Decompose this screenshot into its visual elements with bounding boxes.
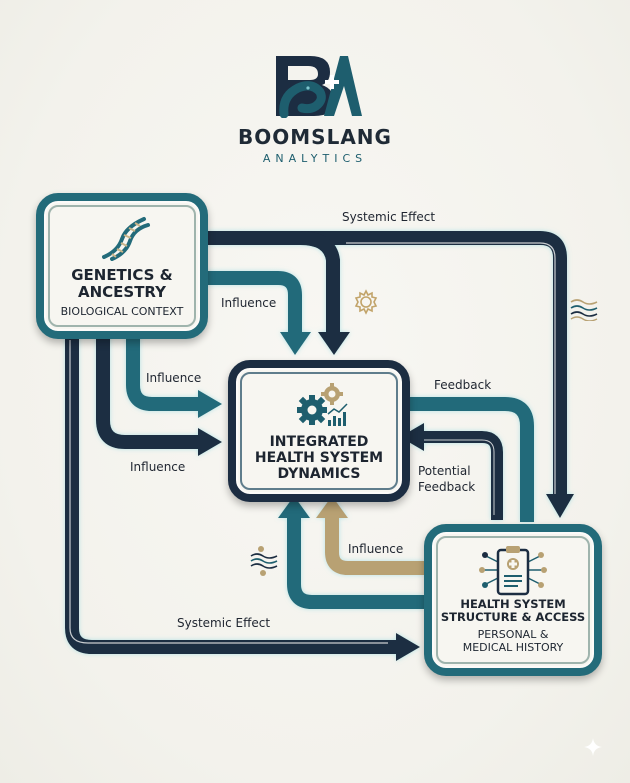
arrow-influence-low: [96, 328, 222, 456]
label-systemic-effect-top: Systemic Effect: [342, 210, 436, 224]
integrated-title-line2: HEALTH SYSTEM: [254, 450, 384, 467]
arrow-potential-feedback: [400, 423, 503, 520]
gear-outline-icon: [354, 289, 378, 315]
genetics-title-line2: ANCESTRY: [77, 283, 167, 302]
arrow-influence-bottom: [316, 496, 424, 575]
arrow-systemic-effect-bottom: [65, 328, 420, 661]
wave-nodes-icon: [250, 546, 278, 576]
wave-icon: [570, 299, 598, 321]
genetics-subtitle: BIOLOGICAL CONTEXT: [60, 305, 184, 318]
brand-logo-icon: [276, 56, 362, 118]
label-influence-top: Influence: [221, 296, 277, 310]
label-potential-feedback: Potential Feedback: [418, 463, 475, 495]
node-health-system-structure: HEALTH SYSTEM STRUCTURE & ACCESS PERSONA…: [424, 524, 602, 676]
health-subtitle-line1: PERSONAL &: [477, 628, 549, 641]
brand-subtitle: ANALYTICS: [262, 152, 368, 165]
integrated-title-line3: DYNAMICS: [277, 466, 361, 483]
node-integrated-health-system-dynamics: INTEGRATED HEALTH SYSTEM DYNAMICS: [228, 360, 410, 502]
arrow-influence-top: [204, 271, 311, 355]
label-potential-feedback-line2: Feedback: [418, 480, 476, 495]
label-feedback: Feedback: [434, 378, 492, 392]
node-genetics-ancestry: GENETICS & ANCESTRY BIOLOGICAL CONTEXT: [36, 193, 208, 339]
label-influence-low: Influence: [130, 460, 186, 474]
dna-icon: [102, 217, 150, 261]
genetics-title-line1: GENETICS &: [71, 266, 173, 284]
label-influence-mid: Influence: [146, 371, 202, 385]
gears-chart-icon: [297, 383, 348, 426]
clipboard-network-icon: [479, 546, 547, 596]
label-potential-feedback-line1: Potential: [418, 464, 471, 478]
label-influence-bottom: Influence: [348, 542, 404, 556]
arrow-health-to-integrated: [278, 496, 424, 609]
sparkle-icon: [584, 738, 602, 756]
arrow-down-navy: [299, 231, 350, 355]
integrated-title-line1: INTEGRATED: [269, 434, 369, 450]
health-subtitle-line2: MEDICAL HISTORY: [462, 641, 564, 655]
arrow-systemic-effect-top: [204, 231, 574, 518]
arrow-influence-mid: [126, 328, 222, 418]
label-systemic-effect-bottom: Systemic Effect: [177, 616, 271, 630]
arrow-feedback: [398, 397, 534, 522]
brand-name: BOOMSLANG: [238, 125, 392, 149]
health-title-line2: STRUCTURE & ACCESS: [440, 610, 586, 625]
health-title-line1: HEALTH SYSTEM: [460, 597, 566, 611]
